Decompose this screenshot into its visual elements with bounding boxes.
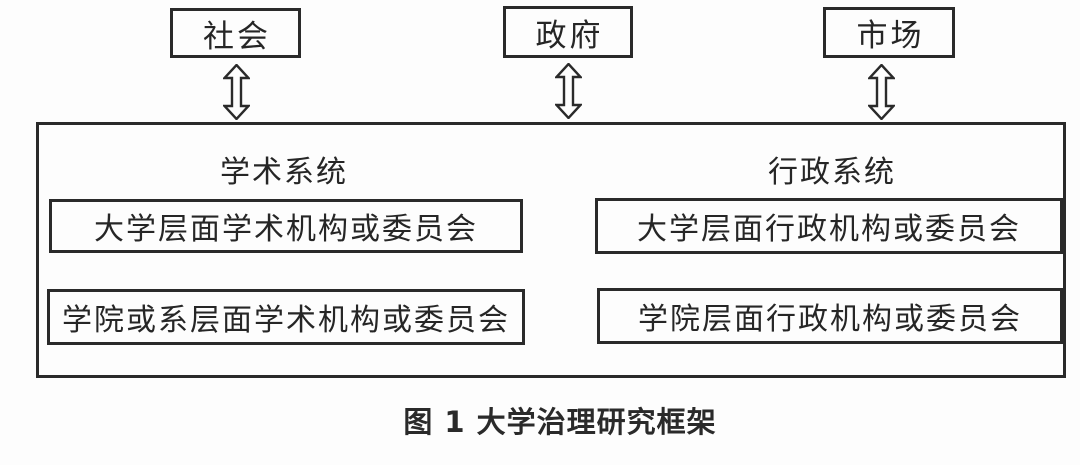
- academic-university-level-box: 大学层面学术机构或委员会: [49, 199, 523, 253]
- actor-box-government: 政府: [503, 6, 633, 58]
- actor-box-society: 社会: [170, 8, 301, 58]
- administrative-college-level-box: 学院层面行政机构或委员会: [597, 288, 1063, 344]
- double-arrow-icon-market: [868, 64, 895, 120]
- figure-caption: 图 1 大学治理研究框架: [403, 405, 717, 439]
- administrative-college-level-label: 学院层面行政机构或委员会: [638, 302, 1022, 337]
- administrative-university-level-label: 大学层面行政机构或委员会: [637, 212, 1021, 247]
- academic-college-level-box: 学院或系层面学术机构或委员会: [47, 289, 525, 345]
- double-arrow-icon-government: [555, 63, 582, 119]
- administrative-system-title: 行政系统: [768, 155, 896, 190]
- actor-label-government: 政府: [535, 17, 604, 54]
- university-governance-box: 学术系统 行政系统 大学层面学术机构或委员会 学院或系层面学术机构或委员会 大学…: [36, 122, 1066, 378]
- academic-system-title: 学术系统: [220, 155, 348, 190]
- actor-label-society: 社会: [203, 18, 271, 55]
- academic-college-level-label: 学院或系层面学术机构或委员会: [62, 303, 510, 338]
- academic-university-level-label: 大学层面学术机构或委员会: [94, 212, 478, 247]
- double-arrow-icon-society: [223, 64, 250, 120]
- actor-label-market: 市场: [856, 18, 925, 54]
- administrative-university-level-box: 大学层面行政机构或委员会: [595, 198, 1063, 254]
- actor-box-market: 市场: [823, 7, 955, 58]
